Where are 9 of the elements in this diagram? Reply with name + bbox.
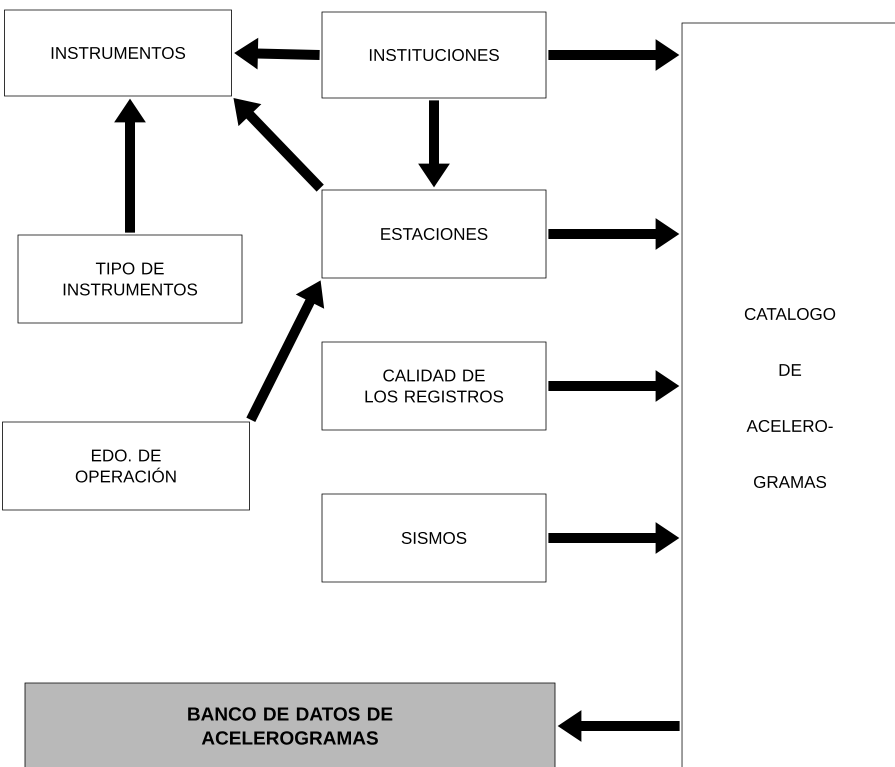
process-box: INSTRUMENTOS [4,10,232,96]
process-box: EDO. DE OPERACIÓN [2,422,250,510]
process-box: CALIDAD DE LOS REGISTROS [322,342,546,430]
process-box: SISMOS [322,494,546,582]
catalog-box: CATALOGO DE ACELERO- GRAMAS [682,22,895,767]
process-box: ESTACIONES [322,190,546,278]
process-box: TIPO DE INSTRUMENTOS [18,234,242,324]
database-box: BANCO DE DATOS DE ACELEROGRAMAS [24,682,556,767]
process-box: INSTITUCIONES [322,12,546,98]
